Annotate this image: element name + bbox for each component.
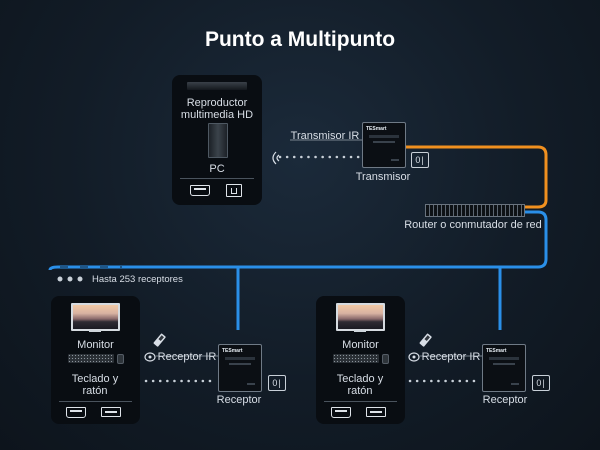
monitor-stand bbox=[354, 330, 366, 332]
mouse-icon bbox=[382, 354, 389, 364]
switch-label: Router o conmutador de red bbox=[404, 219, 542, 231]
mouse-icon bbox=[117, 354, 124, 364]
keyboard-icon bbox=[333, 354, 379, 363]
kbd-label: Teclado y ratón bbox=[336, 373, 384, 397]
ir-transmitter-icon bbox=[272, 151, 280, 165]
ir-sensor-icon bbox=[144, 352, 156, 362]
divider bbox=[59, 401, 132, 402]
receiver-device-2[interactable]: TESmart bbox=[482, 344, 526, 392]
receiver-panel-1: Monitor Teclado y ratón bbox=[51, 296, 140, 424]
transmitter-ir-label: Transmisor IR bbox=[290, 130, 360, 142]
hdmi-port-icon bbox=[190, 185, 210, 196]
device-line bbox=[511, 383, 519, 385]
receiver-label: Receptor bbox=[482, 394, 528, 406]
transmitter-device[interactable]: TESmart bbox=[362, 122, 406, 168]
receiver-device-1[interactable]: TESmart bbox=[218, 344, 262, 392]
ir-receiver-icon bbox=[419, 333, 432, 347]
ir-sensor-icon bbox=[408, 352, 420, 362]
player-label: Reproductor multimedia HD bbox=[180, 97, 254, 121]
receiver-ir-label: Receptor IR bbox=[157, 351, 217, 363]
pc-label: PC bbox=[209, 163, 225, 175]
receiver-panel-2: Monitor Teclado y ratón bbox=[316, 296, 405, 424]
diagram-title: Punto a Multipunto bbox=[204, 28, 396, 51]
device-strip bbox=[489, 357, 519, 360]
more-dot bbox=[67, 276, 73, 282]
blue-cable-main bbox=[48, 210, 548, 271]
divider bbox=[324, 401, 397, 402]
brand-logo: TESmart bbox=[222, 348, 243, 354]
device-strip bbox=[369, 135, 399, 138]
more-dot bbox=[77, 276, 83, 282]
device-line bbox=[493, 363, 515, 365]
receiver-ir-label: Receptor IR bbox=[421, 351, 481, 363]
media-player-icon bbox=[187, 82, 247, 90]
monitor-icon bbox=[71, 303, 120, 331]
divider bbox=[180, 178, 254, 179]
device-line bbox=[391, 159, 399, 161]
power-switch-icon: 0| bbox=[532, 375, 550, 391]
brand-logo: TESmart bbox=[486, 348, 507, 354]
device-line bbox=[373, 141, 395, 143]
hdmi-port-icon bbox=[331, 407, 351, 418]
transmitter-label: Transmisor bbox=[355, 171, 411, 183]
device-line bbox=[229, 363, 251, 365]
brand-logo: TESmart bbox=[366, 126, 387, 132]
kbd-label: Teclado y ratón bbox=[71, 373, 119, 397]
orange-cable bbox=[404, 145, 548, 209]
monitor-stand bbox=[89, 330, 101, 332]
monitor-label: Monitor bbox=[342, 339, 379, 351]
more-dot bbox=[57, 276, 63, 282]
device-strip bbox=[225, 357, 255, 360]
usb-port-icon bbox=[101, 407, 121, 417]
usb-port-icon bbox=[366, 407, 386, 417]
receivers-count-label: Hasta 253 receptores bbox=[92, 274, 183, 285]
receiver-label: Receptor bbox=[216, 394, 262, 406]
monitor-icon bbox=[336, 303, 385, 331]
monitor-label: Monitor bbox=[77, 339, 114, 351]
power-switch-icon: 0| bbox=[268, 375, 286, 391]
source-panel: Reproductor multimedia HD PC bbox=[172, 75, 262, 205]
hdmi-port-icon bbox=[66, 407, 86, 418]
device-line bbox=[247, 383, 255, 385]
pc-tower-icon bbox=[208, 123, 228, 158]
ir-receiver-icon bbox=[153, 333, 166, 347]
keyboard-icon bbox=[68, 354, 114, 363]
power-switch-icon: 0| bbox=[411, 152, 429, 168]
usb-b-port-icon bbox=[226, 184, 242, 197]
network-switch-icon bbox=[425, 204, 525, 217]
